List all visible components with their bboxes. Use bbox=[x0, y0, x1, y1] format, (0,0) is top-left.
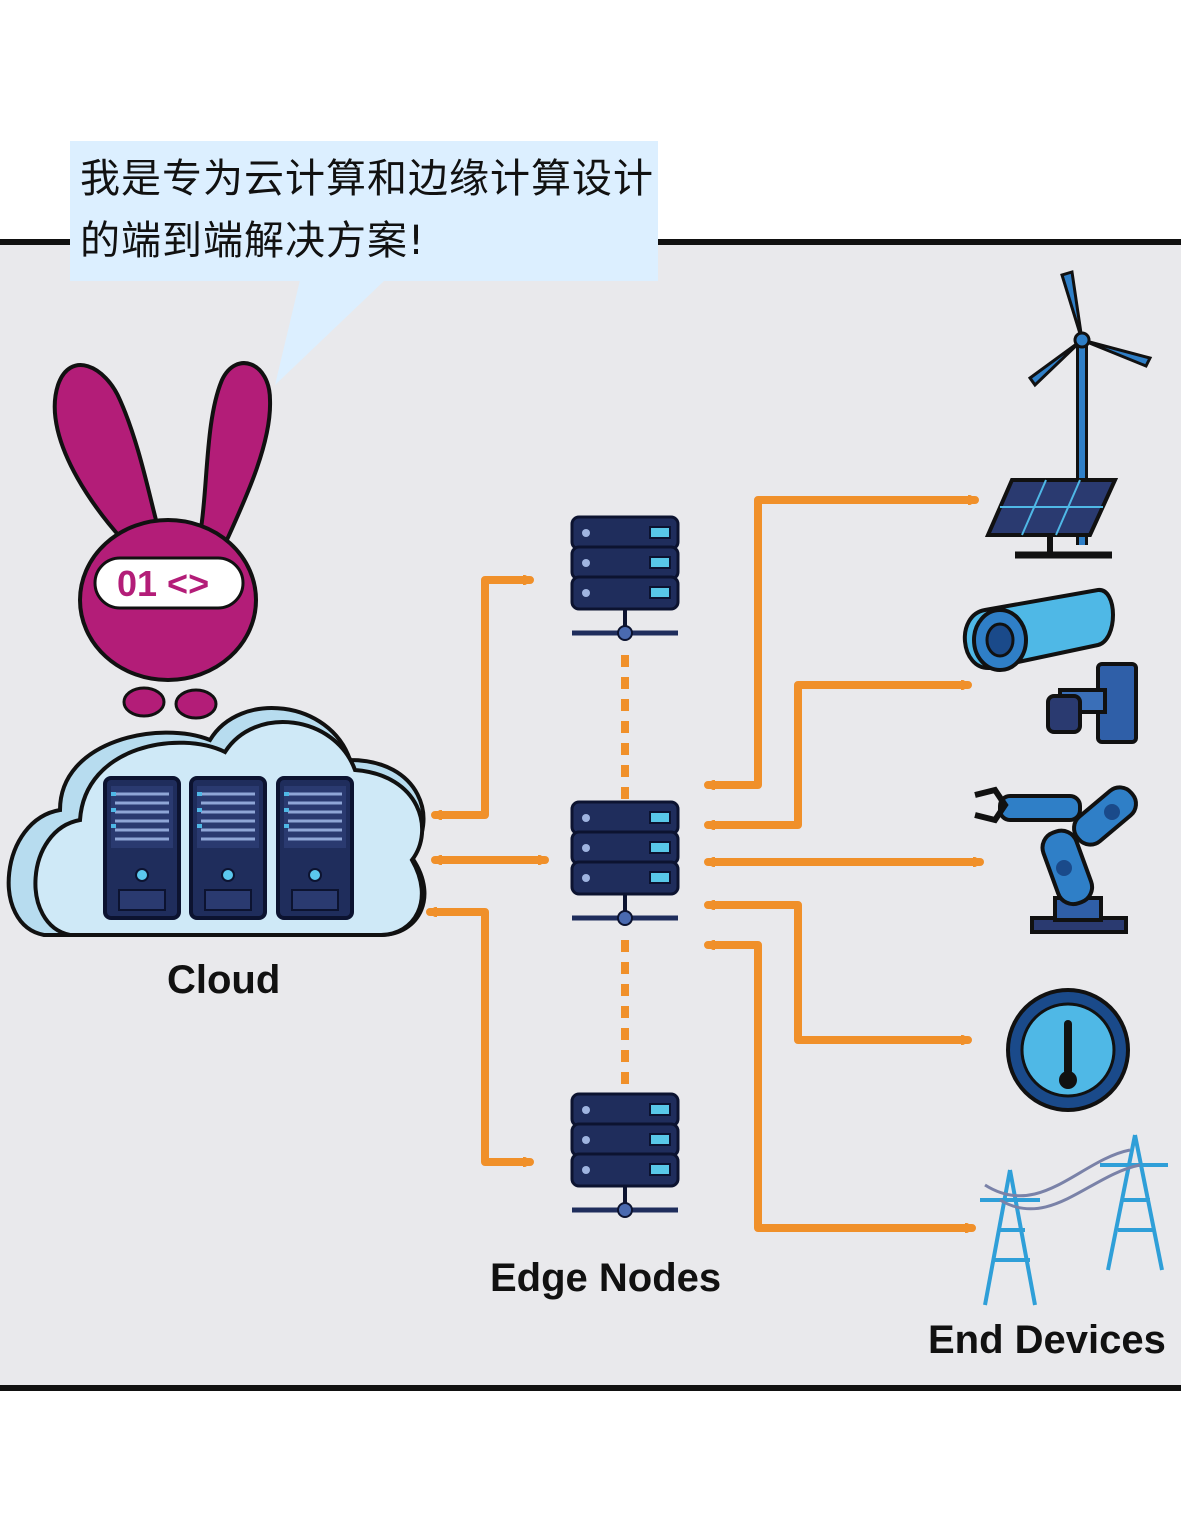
gauge-icon bbox=[1006, 988, 1130, 1112]
cloud-server-2-icon bbox=[189, 776, 267, 920]
arrow-edge-camera bbox=[704, 685, 972, 825]
edge-nodes-label: Edge Nodes bbox=[490, 1256, 722, 1300]
security-camera-icon bbox=[962, 588, 1138, 744]
speech-bubble bbox=[70, 141, 658, 281]
arrow-edge-powertower bbox=[704, 945, 976, 1228]
cloud-label: Cloud bbox=[167, 958, 281, 1002]
cloud-server-1-icon bbox=[103, 776, 181, 920]
cloud-server-3-icon bbox=[276, 776, 354, 920]
speech-bubble-text: 我是专为云计算和边缘计算设计的端到端解决方案! bbox=[80, 156, 654, 264]
bunny-mascot-icon bbox=[52, 361, 273, 720]
mascot-badge-text: 01 <> bbox=[117, 563, 210, 604]
arrow-cloud-edge-top bbox=[431, 580, 534, 815]
end-devices-label: End Devices bbox=[928, 1318, 1166, 1362]
speech-bubble-tail bbox=[275, 280, 385, 385]
wind-turbine-solar-icon bbox=[984, 270, 1153, 559]
power-tower-icon bbox=[980, 1134, 1168, 1306]
robot-arm-icon bbox=[974, 785, 1138, 934]
arrow-cloud-edge-bottom bbox=[426, 912, 534, 1162]
